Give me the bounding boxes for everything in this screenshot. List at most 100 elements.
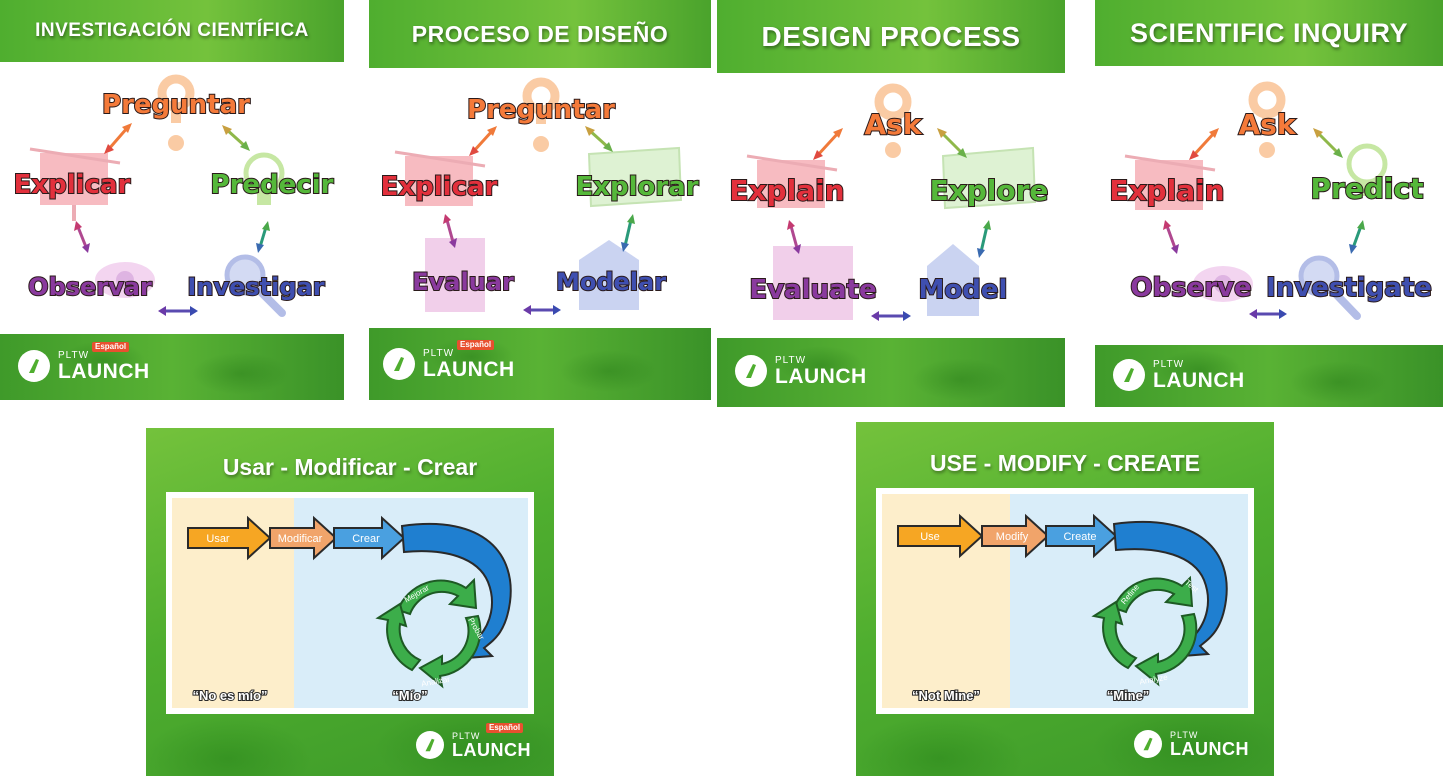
node-label-explore: Explore: [930, 174, 1049, 207]
node-label-explain: Explain: [1109, 174, 1224, 207]
create-arrow: [1045, 513, 1118, 559]
easel-icon: [746, 154, 838, 208]
node-label-explain: Explicar: [14, 170, 131, 200]
question-mark-icon: [1248, 81, 1286, 158]
easel-icon: [29, 147, 121, 221]
modify-arrow: [981, 513, 1050, 559]
create-curve-arrow: [400, 523, 512, 660]
map-icon: [941, 146, 1037, 210]
poster-title: INVESTIGACIÓN CIENTÍFICA: [35, 20, 309, 41]
espanol-badge: Español: [92, 341, 130, 352]
eye-icon: [1193, 266, 1253, 302]
cycle-arrows: [74, 123, 270, 316]
logo-pltw-text: PLTW: [1153, 358, 1185, 370]
pltw-launch-logo: PLTW LAUNCH: [735, 355, 867, 387]
poster-design-process-es: PROCESO DE DISEÑO: [369, 0, 711, 400]
poster-title: DESIGN PROCESS: [761, 20, 1021, 52]
node-label-predict: Predict: [1311, 172, 1424, 205]
poster-title-bar: SCIENTIFIC INQUIRY: [1095, 0, 1443, 66]
arrow-label-modify: Modificar: [278, 533, 323, 545]
launch-logo-icon: [383, 348, 415, 380]
node-label-ask: Ask: [1239, 108, 1297, 141]
umc-diagram: Usar Modificar Crear Mejorar Probar Anal…: [172, 498, 528, 708]
node-label-explain: Explicar: [381, 172, 498, 202]
magnifier-icon: [224, 254, 286, 317]
poster-use-modify-create-es: Usar - Modificar - Crear: [146, 428, 554, 776]
node-label-observe: Observar: [28, 273, 152, 301]
node-label-predict: Predecir: [211, 170, 334, 200]
design-cycle-diagram: Ask Explain Explore Evaluate Model: [728, 83, 1049, 321]
poster-title: Usar - Modificar - Crear: [222, 454, 478, 480]
node-label-model: Model: [919, 275, 1008, 305]
cycle-arrows: [1163, 128, 1365, 319]
node-label-ask: Preguntar: [467, 95, 615, 125]
umc-diagram-panel: Usar Modificar Crear Mejorar Probar Anal…: [166, 492, 534, 714]
question-mark-icon: [522, 77, 560, 152]
launch-logo-icon: [18, 350, 50, 382]
inquiry-cycle-diagram: Ask Explain Predict Observe Investigate: [1108, 81, 1433, 320]
arrow-label-use: Use: [920, 531, 940, 543]
poster-scientific-inquiry-es: INVESTIGACIÓN CIENTÍFICA: [0, 0, 344, 400]
poster-title-bar: PROCESO DE DISEÑO: [369, 0, 711, 68]
node-label-evaluate: Evaluar: [412, 268, 514, 296]
cycle-arrows: [443, 126, 635, 315]
map-icon: [587, 146, 683, 208]
create-curve-arrow: [1112, 521, 1228, 658]
iteration-cycle: [375, 577, 482, 689]
node-label-observe: Observe: [1130, 273, 1251, 303]
poster-footer: Español PLTW LAUNCH: [0, 334, 344, 400]
easel-icon: [1124, 154, 1216, 210]
zone-label-mine: “Mine”: [1107, 688, 1150, 703]
arrow-label-use: Usar: [206, 533, 230, 545]
logo-pltw-text: PLTW: [1170, 729, 1199, 740]
launch-logo-icon: [1134, 730, 1162, 758]
node-label-investigate: Investigate: [1266, 273, 1432, 303]
pltw-launch-logo: PLTW LAUNCH: [1134, 730, 1249, 758]
zone-label-mine: “Mío”: [392, 688, 427, 703]
arrow-label-create: Crear: [352, 533, 380, 545]
question-mark-icon: [157, 74, 195, 151]
pltw-launch-logo: Español PLTW LAUNCH: [18, 341, 150, 383]
umc-diagram-panel: Use Modify Create Refine Test Analyze “N…: [876, 488, 1254, 714]
poster-footer: PLTW LAUNCH: [1095, 345, 1443, 407]
zone-label-not-mine: “No es mío”: [192, 688, 267, 703]
poster-footer: Español PLTW LAUNCH: [369, 328, 711, 400]
node-label-explore: Explorar: [575, 172, 698, 202]
poster-title: PROCESO DE DISEÑO: [411, 20, 669, 47]
poster-use-modify-create-en: USE - MODIFY - CREATE Use Modify: [856, 422, 1274, 776]
espanol-badge: Español: [486, 722, 524, 733]
poster-footer: PLTW LAUNCH: [717, 338, 1065, 407]
logo-launch-text: LAUNCH: [1170, 738, 1249, 759]
zone-label-not-mine: “Not Mine”: [912, 688, 980, 703]
umc-diagram: Use Modify Create Refine Test Analyze “N…: [882, 494, 1248, 708]
launch-logo-icon: [735, 355, 767, 387]
inquiry-cycle-diagram: Preguntar Explicar Predecir Observar Inv…: [13, 74, 335, 317]
modify-arrow: [269, 515, 338, 561]
logo-pltw-text: PLTW: [58, 349, 90, 361]
node-label-model: Modelar: [556, 268, 666, 296]
house-icon: [579, 240, 639, 310]
lightbulb-icon: [1346, 143, 1388, 196]
pltw-launch-logo: PLTW LAUNCH: [1113, 359, 1245, 391]
poster-title: SCIENTIFIC INQUIRY: [1129, 17, 1408, 48]
house-icon: [927, 244, 979, 316]
logo-launch-text: LAUNCH: [423, 357, 515, 381]
pltw-launch-logo: Español PLTW LAUNCH: [383, 339, 515, 381]
create-arrow: [333, 515, 406, 561]
use-arrow: [187, 515, 272, 561]
espanol-badge: Español: [457, 339, 495, 350]
logo-launch-text: LAUNCH: [775, 364, 867, 388]
launch-logo-icon: [416, 731, 444, 759]
logo-launch-text: LAUNCH: [1153, 368, 1245, 392]
eye-icon: [95, 262, 155, 298]
logo-pltw-text: PLTW: [775, 354, 807, 366]
node-label-ask: Preguntar: [102, 90, 250, 120]
lightbulb-icon: [243, 152, 285, 205]
node-label-evaluate: Evaluate: [749, 275, 876, 305]
chart-board-icon: [773, 246, 853, 320]
logo-pltw-text: PLTW: [423, 347, 455, 359]
arrow-label-create: Create: [1063, 531, 1096, 543]
node-label-investigate: Investigar: [187, 273, 324, 301]
logo-launch-text: LAUNCH: [58, 359, 150, 383]
poster-title: USE - MODIFY - CREATE: [929, 450, 1201, 476]
